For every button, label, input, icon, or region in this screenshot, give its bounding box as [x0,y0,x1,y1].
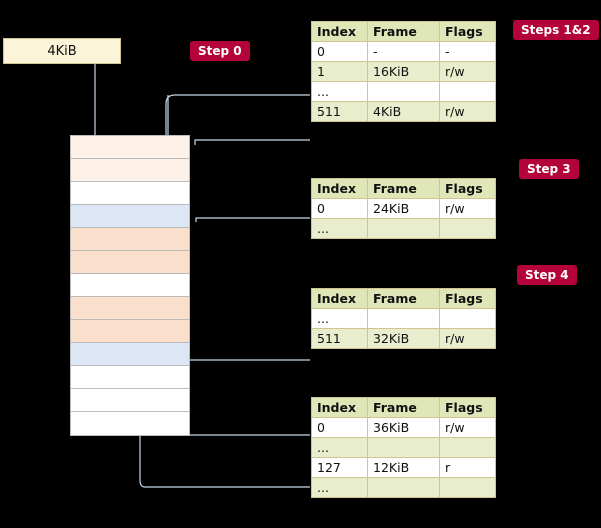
cell-index: ... [311,308,368,329]
table-header-row: Index Frame Flags [311,397,496,418]
col-flags: Flags [439,397,496,418]
cell-index: 1 [311,61,368,82]
col-flags: Flags [439,178,496,199]
table-row: ... [311,477,496,498]
cell-flags: - [439,41,496,62]
memory-row [71,320,189,343]
cell-flags [439,477,496,498]
table-header-row: Index Frame Flags [311,288,496,309]
memory-row [71,228,189,251]
cell-index: 511 [311,101,368,122]
cell-frame: 32KiB [367,328,440,349]
cell-index: ... [311,81,368,102]
memory-row [71,182,189,205]
col-index: Index [311,21,368,42]
cell-frame: 36KiB [367,417,440,438]
cell-frame [367,218,440,239]
cell-frame: 4KiB [367,101,440,122]
table-row: 1 16KiB r/w [311,61,496,82]
col-frame: Frame [367,288,440,309]
cell-flags [439,308,496,329]
memory-row [71,159,189,182]
table-header-row: Index Frame Flags [311,178,496,199]
cell-frame: 12KiB [367,457,440,478]
memory-row [71,343,189,366]
table-row: ... [311,437,496,458]
table-step-3: Index Frame Flags 0 24KiB r/w ... [311,178,496,239]
col-frame: Frame [367,21,440,42]
table-row: 511 4KiB r/w [311,101,496,122]
cell-frame [367,308,440,329]
cell-frame [367,437,440,458]
table-row: 0 24KiB r/w [311,198,496,219]
table-row: 0 36KiB r/w [311,417,496,438]
col-flags: Flags [439,288,496,309]
memory-row [71,297,189,320]
cell-index: ... [311,218,368,239]
table-row: ... [311,81,496,102]
memory-row [71,136,189,159]
cell-frame: 24KiB [367,198,440,219]
cell-flags: r/w [439,417,496,438]
memory-row [71,251,189,274]
memory-column [70,135,190,436]
col-frame: Frame [367,397,440,418]
label-step-3: Step 3 [519,159,579,179]
memory-row [71,412,189,435]
table-step-3-wrap: Index Frame Flags 0 24KiB r/w ... [311,178,496,239]
cell-index: 127 [311,457,368,478]
cell-flags [439,81,496,102]
page-box-4kib: 4KiB [3,38,121,64]
memory-row [71,205,189,228]
cell-flags [439,218,496,239]
col-index: Index [311,288,368,309]
memory-row [71,274,189,297]
memory-row [71,366,189,389]
cell-frame: - [367,41,440,62]
table-steps-1-2-wrap: Index Frame Flags 0 - - 1 16KiB r/w ... [311,21,496,122]
cell-index: ... [311,437,368,458]
table-row: 127 12KiB r [311,457,496,478]
cell-flags: r/w [439,101,496,122]
table-row: ... [311,218,496,239]
cell-flags [439,437,496,458]
cell-frame [367,81,440,102]
label-steps-1-2: Steps 1&2 [513,20,599,40]
label-step-4: Step 4 [517,265,577,285]
table-row: 511 32KiB r/w [311,328,496,349]
cell-index: 511 [311,328,368,349]
cell-index: ... [311,477,368,498]
table-row: 0 - - [311,41,496,62]
memory-row [71,389,189,412]
label-step-0: Step 0 [190,41,250,61]
table-step-4-upper: Index Frame Flags ... 511 32KiB r/w [311,288,496,349]
table-step-4-lower-wrap: Index Frame Flags 0 36KiB r/w ... 127 [311,397,496,498]
cell-index: 0 [311,198,368,219]
cell-flags: r/w [439,198,496,219]
col-flags: Flags [439,21,496,42]
table-header-row: Index Frame Flags [311,21,496,42]
table-row: ... [311,308,496,329]
cell-frame: 16KiB [367,61,440,82]
table-step-4-lower: Index Frame Flags 0 36KiB r/w ... 127 [311,397,496,498]
cell-flags: r [439,457,496,478]
cell-flags: r/w [439,328,496,349]
cell-frame [367,477,440,498]
cell-index: 0 [311,417,368,438]
col-frame: Frame [367,178,440,199]
col-index: Index [311,397,368,418]
col-index: Index [311,178,368,199]
table-step-4-upper-wrap: Index Frame Flags ... 511 32KiB r/w [311,288,496,349]
cell-index: 0 [311,41,368,62]
table-steps-1-2: Index Frame Flags 0 - - 1 16KiB r/w ... [311,21,496,122]
cell-flags: r/w [439,61,496,82]
